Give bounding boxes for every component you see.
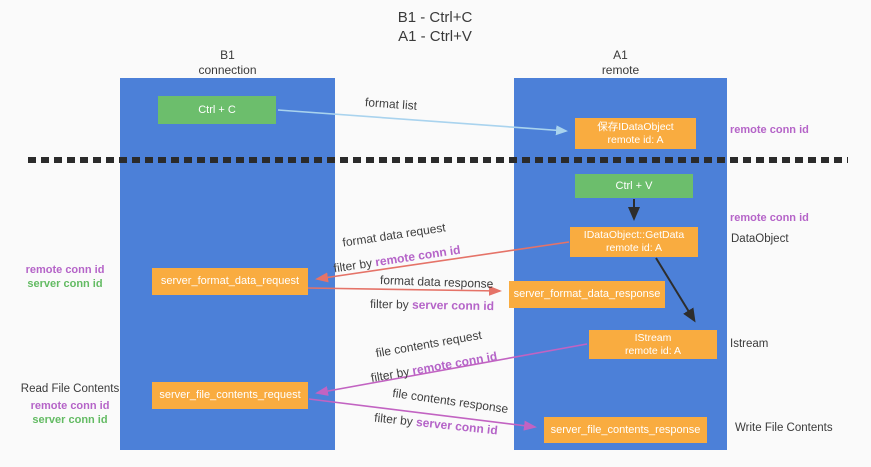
node-idataobject-getdata: IDataObject::GetData remote id: A [570, 227, 698, 257]
left-server-conn-id: server conn id [27, 278, 103, 290]
label-remote-conn-id: remote conn id [374, 242, 462, 270]
label-format-list: format list [364, 95, 418, 113]
left-labels-mid: remote conn id server conn id [20, 263, 110, 291]
left-remote-conn-id-2: remote conn id [30, 400, 110, 412]
node-server-format-data-response-label: server_format_data_response [513, 288, 661, 300]
node-idataobject-getdata-line2: remote id: A [605, 242, 663, 254]
column-a1-role: remote [601, 63, 640, 77]
column-header-a1: A1 remote [553, 48, 688, 78]
label-filter-by-text: filter by [332, 255, 377, 276]
label-server-conn-id: server conn id [411, 297, 495, 314]
dataobject-label: DataObject [731, 233, 789, 245]
label-filter-server-2: filter by server conn id [374, 411, 499, 438]
column-a1-name: A1 [613, 48, 628, 62]
page-title: B1 - Ctrl+C A1 - Ctrl+V [350, 8, 520, 46]
node-ctrl-c: Ctrl + C [158, 96, 276, 124]
left-remote-conn-id: remote conn id [25, 264, 105, 276]
node-idataobject-getdata-line1: IDataObject::GetData [583, 229, 685, 241]
node-save-idataobject-line2: remote id: A [607, 133, 664, 146]
title-line-2: A1 - Ctrl+V [398, 28, 472, 45]
node-server-file-contents-response: server_file_contents_response [544, 417, 707, 443]
right-remote-conn-id-1: remote conn id [730, 124, 809, 136]
read-file-contents-label: Read File Contents [20, 383, 120, 395]
node-server-file-contents-response-label: server_file_contents_response [550, 423, 701, 436]
node-istream: IStream remote id: A [589, 330, 717, 359]
column-b1-role: connection [198, 63, 257, 77]
label-filter-by-text: filter by [369, 296, 413, 312]
label-filter-by-text: filter by [369, 363, 414, 386]
node-ctrl-v-label: Ctrl + V [615, 179, 653, 192]
node-ctrl-c-label: Ctrl + C [198, 103, 236, 116]
label-filter-by-text: filter by [373, 410, 417, 429]
label-server-conn-id: server conn id [415, 414, 499, 438]
label-file-contents-response: file contents response [391, 385, 510, 417]
node-save-idataobject-line1: 保存IDataObject [597, 120, 674, 133]
title-line-1: B1 - Ctrl+C [397, 9, 473, 26]
node-istream-line2: remote id: A [624, 344, 682, 357]
istream-label: Istream [730, 338, 769, 350]
node-istream-line1: IStream [634, 331, 672, 344]
write-file-contents-label: Write File Contents [735, 422, 833, 434]
node-server-format-data-request: server_format_data_request [152, 268, 308, 295]
node-server-format-data-response: server_format_data_response [509, 281, 665, 308]
node-server-file-contents-request-label: server_file_contents_request [159, 389, 301, 401]
right-remote-conn-id-2: remote conn id [730, 212, 809, 224]
node-ctrl-v: Ctrl + V [575, 174, 693, 198]
label-filter-server-1: filter by server conn id [370, 297, 494, 313]
column-b1-name: B1 [220, 48, 235, 62]
left-labels-bottom: Read File Contents remote conn id server… [18, 382, 122, 427]
label-format-data-request: format data request [341, 220, 447, 250]
node-server-format-data-request-label: server_format_data_request [160, 275, 300, 287]
label-format-data-response: format data response [379, 273, 494, 291]
left-server-conn-id-2: server conn id [32, 414, 108, 426]
node-save-idataobject: 保存IDataObject remote id: A [575, 118, 696, 149]
column-header-b1: B1 connection [160, 48, 295, 78]
phase-separator-dashed-line [28, 157, 848, 163]
node-server-file-contents-request: server_file_contents_request [152, 382, 308, 409]
label-remote-conn-id: remote conn id [411, 348, 499, 378]
